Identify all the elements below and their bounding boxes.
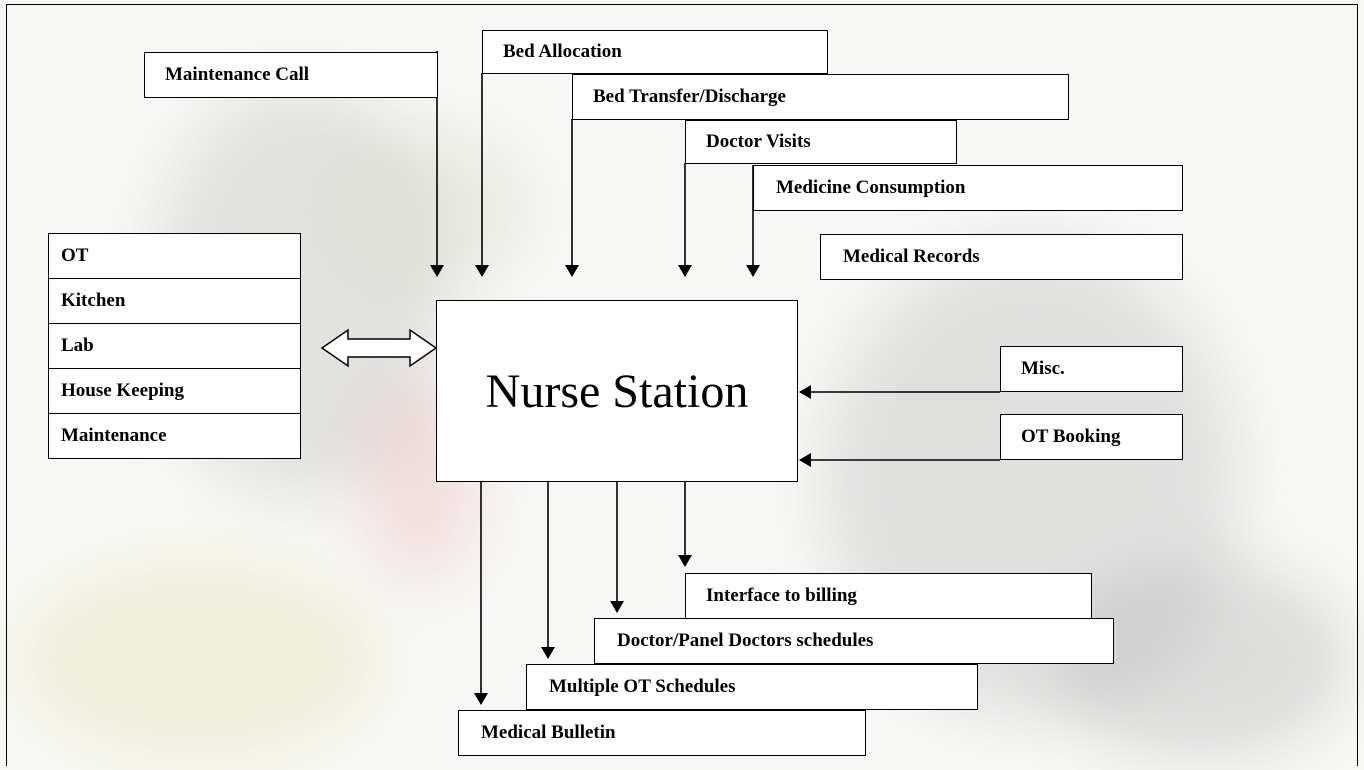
bed-transfer-label: Bed Transfer/Discharge xyxy=(593,86,786,107)
background-photo xyxy=(20,560,380,760)
department-item: Lab xyxy=(49,324,300,369)
bed-allocation-label: Bed Allocation xyxy=(503,41,622,62)
medicine-consumption-box: Medicine Consumption xyxy=(753,165,1183,211)
background-photo xyxy=(330,130,530,290)
maintenance-call-label: Maintenance Call xyxy=(165,64,310,85)
department-item: House Keeping xyxy=(49,369,300,414)
ot-booking-box: OT Booking xyxy=(1000,414,1183,460)
doctor-schedules-label: Doctor/Panel Doctors schedules xyxy=(617,630,874,651)
ot-schedules-label: Multiple OT Schedules xyxy=(549,676,736,697)
department-label: Kitchen xyxy=(61,290,126,311)
nurse-station-box: Nurse Station xyxy=(436,300,798,482)
medical-records-label: Medical Records xyxy=(843,246,980,267)
medical-bulletin-label: Medical Bulletin xyxy=(481,722,616,743)
department-item: Kitchen xyxy=(49,279,300,324)
bidirectional-arrow xyxy=(320,328,438,368)
interface-billing-box: Interface to billing xyxy=(685,573,1092,619)
bed-allocation-box: Bed Allocation xyxy=(482,30,828,74)
departments-stack: OT Kitchen Lab House Keeping Maintenance xyxy=(48,233,301,459)
department-label: OT xyxy=(61,245,89,266)
diagram-frame xyxy=(6,4,1358,766)
misc-box: Misc. xyxy=(1000,346,1183,392)
department-label: Maintenance xyxy=(61,425,167,446)
ot-booking-label: OT Booking xyxy=(1021,426,1121,447)
doctor-visits-label: Doctor Visits xyxy=(706,131,811,152)
department-label: Lab xyxy=(61,335,94,356)
bed-transfer-box: Bed Transfer/Discharge xyxy=(572,74,1069,120)
medical-bulletin-box: Medical Bulletin xyxy=(458,710,866,756)
medicine-consumption-label: Medicine Consumption xyxy=(776,177,966,198)
misc-label: Misc. xyxy=(1021,358,1065,379)
department-item: Maintenance xyxy=(49,414,300,458)
ot-schedules-box: Multiple OT Schedules xyxy=(526,664,978,710)
medical-records-box: Medical Records xyxy=(820,234,1183,280)
department-label: House Keeping xyxy=(61,380,184,401)
doctor-visits-box: Doctor Visits xyxy=(685,120,957,164)
doctor-schedules-box: Doctor/Panel Doctors schedules xyxy=(594,618,1114,664)
department-item: OT xyxy=(49,234,300,279)
interface-billing-label: Interface to billing xyxy=(706,585,857,606)
nurse-station-label: Nurse Station xyxy=(485,364,749,418)
maintenance-call-box: Maintenance Call xyxy=(144,52,438,98)
